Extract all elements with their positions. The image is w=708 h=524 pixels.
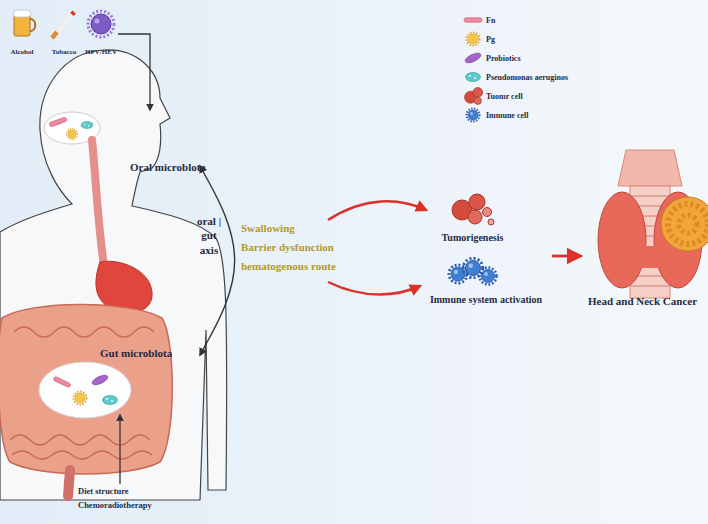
cigarette-tip — [72, 12, 74, 15]
legend-pg-icon — [467, 33, 480, 46]
tumor-cluster — [452, 194, 494, 225]
cigarette-body — [52, 12, 74, 38]
larynx — [618, 150, 682, 186]
node-label: Immune system activation — [420, 294, 552, 306]
fn-microbe — [49, 117, 67, 127]
legend-row: Tuomr cell — [486, 89, 523, 103]
intestine-coil — [14, 327, 154, 337]
immune-cell — [463, 258, 483, 278]
legend-label: Probiotics — [486, 54, 521, 63]
tumor-cell — [488, 219, 494, 225]
tumor-cell — [483, 208, 492, 217]
pathway-label: hematogenous route — [241, 260, 336, 273]
pathway-label: Swallowing — [241, 222, 295, 235]
node-label: Head and Neck Cancer — [580, 295, 705, 308]
virus-icon — [88, 11, 114, 37]
thyroid-lobe — [598, 192, 646, 288]
pathway-label: Barrier dysfunction — [241, 241, 334, 254]
pg-microbe — [74, 392, 87, 405]
red-arrow — [328, 201, 426, 220]
intestine — [0, 305, 172, 475]
legend-pseudomonas-icon — [466, 73, 481, 82]
virus-spot — [95, 19, 100, 24]
virus-spikes — [88, 11, 114, 37]
legend-probiotic-icon — [464, 51, 482, 65]
legend-label: Pseudomonas aeruginos — [486, 73, 568, 82]
legend-row: Probiotics — [486, 51, 521, 65]
disease-node: Head and Neck Cancer — [580, 145, 705, 315]
virus-body — [91, 14, 111, 34]
node-label: Tumorigenesis — [430, 232, 515, 244]
tobacco-icon — [52, 12, 74, 38]
fn-microbe — [53, 376, 71, 388]
tumor-texture — [668, 204, 708, 244]
node-label: Gut microblota — [100, 347, 200, 360]
tumor-cell — [469, 194, 485, 210]
tumor-mass — [661, 197, 708, 251]
cigarette-filter — [52, 32, 57, 38]
intestine-coil — [12, 451, 152, 459]
tumor-texture — [679, 215, 697, 233]
gut-lumen — [39, 362, 131, 418]
node-label: Oral microblota — [130, 161, 220, 174]
alcohol-icon — [13, 10, 35, 36]
legend-label: Immune cell — [486, 111, 528, 120]
risk-factor: Tobacco — [45, 8, 83, 60]
microbiota-site: Oral microblota — [44, 110, 206, 176]
pg-microbe — [67, 129, 77, 139]
node-label: Alcohol — [4, 48, 40, 56]
influence-factor: Diet structureChemoradiotherapy — [70, 484, 180, 516]
legend-fn-icon — [464, 18, 482, 22]
edge-label: oral | gut axis — [195, 214, 223, 257]
immune-cell — [480, 268, 497, 285]
legend-immune-icon — [467, 109, 480, 122]
legend-row: Pseudomonas aeruginos — [486, 70, 568, 84]
outcome-node: Immune system activation — [420, 250, 552, 310]
legend-label: Tuomr cell — [486, 92, 523, 101]
legend-label: Fn — [486, 16, 495, 25]
pseudomonas-microbe — [103, 396, 118, 405]
connector-arrow — [119, 415, 120, 484]
legend-row: Immune cell — [486, 108, 528, 122]
node-label: Tobacco — [45, 48, 83, 56]
connector-arrow — [552, 255, 580, 258]
connector-arrow — [118, 34, 150, 110]
mug-handle — [30, 19, 35, 31]
esophagus — [92, 140, 104, 266]
rectum — [68, 470, 70, 496]
intestine-coil — [10, 435, 150, 445]
legend-tumor-icon — [465, 88, 483, 105]
node-label: Chemoradiotherapy — [78, 501, 178, 511]
node-label: Diet structure — [78, 487, 178, 497]
red-arrow — [328, 282, 420, 295]
mug-foam — [13, 10, 31, 17]
tumor-cell — [468, 210, 482, 224]
risk-factor: Alcohol — [4, 8, 40, 60]
probiotic-microbe — [91, 373, 109, 387]
pseudomonas-microbe — [81, 121, 93, 128]
risk-factor: HPV/HEV — [84, 8, 118, 60]
legend-label: Pg — [486, 35, 495, 44]
thyroid-illustration — [598, 150, 708, 298]
legend-row: Fn — [486, 13, 495, 27]
legend-row: Pg — [486, 32, 495, 46]
outcome-node: Tumorigenesis — [430, 190, 515, 248]
thyroid-isthmus — [630, 246, 670, 268]
connector-arrow — [200, 166, 235, 355]
node-label: HPV/HEV — [84, 48, 118, 56]
microbiota-site: Gut microblota — [40, 345, 200, 415]
